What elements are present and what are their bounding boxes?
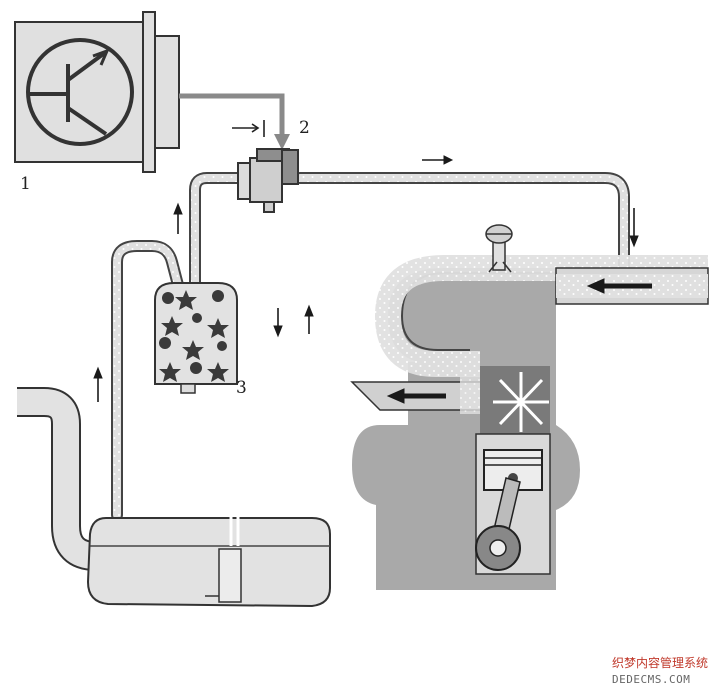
fuel-pump-module <box>218 548 242 603</box>
arrow-up-mid <box>304 304 314 334</box>
valve-gap-marker <box>232 120 265 137</box>
arrow-right-top <box>422 155 454 165</box>
solenoid-label: 2 <box>299 118 310 138</box>
watermark-line1: 织梦内容管理系统 <box>612 655 708 670</box>
spark-burst-icon <box>493 372 549 432</box>
ecu-unit: 1 <box>14 11 180 194</box>
control-wire <box>179 93 285 140</box>
combustion-chamber <box>480 366 550 434</box>
arrow-exhaust-flow <box>386 388 446 404</box>
watermark-line2: DEDECMS.COM <box>612 673 690 686</box>
arrow-intake-flow <box>586 278 652 294</box>
flow-arrows <box>93 155 652 404</box>
transistor-symbol-icon <box>26 38 134 146</box>
watermark: 织梦内容管理系统 DEDECMS.COM <box>612 655 708 686</box>
pipes <box>111 172 630 521</box>
ecu-flange <box>142 11 156 173</box>
charcoal-granules <box>159 290 229 382</box>
intake-runner-inner <box>374 255 708 377</box>
arrow-up-vapor-pipe <box>93 366 103 402</box>
carbon-canister: 3 <box>154 282 247 398</box>
purge-solenoid-valve: 2 <box>232 118 310 213</box>
wire-arrow-head <box>274 134 290 150</box>
arrow-up-left-pipe <box>173 202 183 234</box>
canister-label: 3 <box>236 378 247 398</box>
fuel-tank <box>17 387 331 608</box>
throttle-valve-icon <box>485 224 513 273</box>
arrow-down-mid <box>273 308 283 338</box>
ecu-label: 1 <box>20 174 31 194</box>
intake-manifold <box>388 268 708 364</box>
arrow-down-right <box>629 208 639 248</box>
ecu-connector <box>154 35 180 149</box>
engine <box>350 224 709 590</box>
